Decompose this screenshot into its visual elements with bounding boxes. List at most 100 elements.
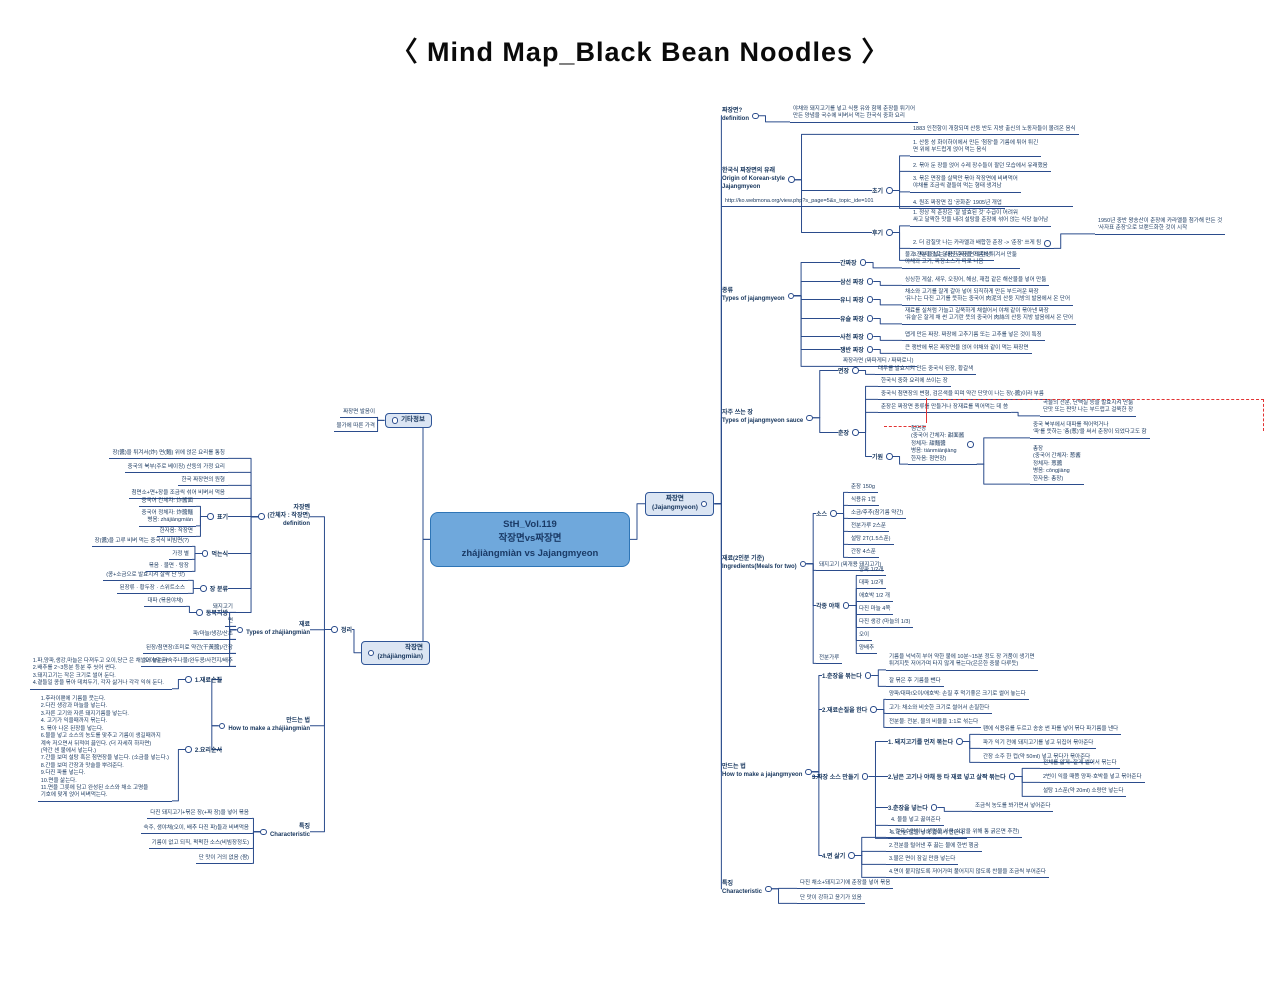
mindmap-node-tjb[interactable]: 쟁반 짜장 [840,345,874,354]
mindmap-node-ring[interactable]: 재료(2인분 기준) Ingredients(Meals for two) [722,556,807,572]
mindmap-node-riv3[interactable]: 애호박 1/2 개 [856,593,893,603]
mindmap-node-rdeft[interactable]: 야채와 돼지고기를 넣고 식용 유와 함께 춘장을 튀기어 만든 양념을 국수에… [790,106,919,123]
mindmap-node-h3b2[interactable]: 2번이 익을 때쯤 양파·호박을 넣고 볶아준다 [1040,774,1145,784]
mindmap-node-rtypes[interactable]: 종류 Types of jajangmyeon [722,288,795,304]
mindmap-node-h3a[interactable]: 1. 돼지고기를 먼저 볶는다 [888,737,963,746]
collapse-icon[interactable] [391,417,399,424]
mindmap-node-lb5[interactable]: 오이/당근/숙주나물/완두콩/사천지/배추 [141,658,236,668]
mindmap-node-lb1[interactable]: 돼지고기 [209,604,236,614]
collapse-icon[interactable] [196,609,203,616]
mindmap-node-h4d[interactable]: 4.면이 붙지않도록 저어가며 풀어지지 않도록 찬물을 조금씩 부어준다 [886,869,1049,879]
mindmap-node-lj1[interactable]: (콩+소금으로 발효시켜 살짝 단 맛) [103,572,188,582]
mindmap-node-scj3[interactable]: 춘장은 짜장면 종류를 만들거나 장재료를 찍어먹는 데 씀 [878,404,1012,414]
mindmap-node-riv7[interactable]: 양배추 [856,645,878,655]
mindmap-node-h3[interactable]: 3.짜장 소스 만들기 [812,772,869,781]
mindmap-node-h1a[interactable]: 기름을 넉넉히 부어 약한 불에 10분~15분 정도 장 거품이 생기면 튀겨… [886,654,1038,671]
collapse-icon[interactable] [859,259,867,266]
mindmap-node-rl2[interactable]: 2. 더 감칠맛 나는 카라멜과 배합한 춘장 -> '춘장' 쓰게 됨 [910,240,1054,250]
collapse-icon[interactable] [866,315,874,322]
mindmap-node-h3a1[interactable]: 팬에 식용유를 두르고 송송 썬 파를 넣어 볶다 파기름을 낸다 [980,726,1122,736]
mindmap-node-lx1[interactable]: 대파 (볶음야채) [144,598,186,608]
mindmap-node-ris[interactable]: 소스 [816,509,837,518]
mindmap-node-tyst[interactable]: 재료를 실처럼 가늘고 길쭉하게 채썰어서 야채 같이 볶아낸 짜장 '유슬'은… [902,308,1077,325]
mindmap-node-rip[interactable]: 돼지고기 (찌개용 돼지고기) [816,562,885,572]
mindmap-node-h1[interactable]: 1.춘장을 볶는다 [822,671,872,680]
mindmap-node-rorg0[interactable]: 1883 인천항이 개항되며 산둥 반도 지방 출신의 노동자들이 몰려온 음식 [910,126,1079,136]
collapse-icon[interactable] [886,453,893,460]
mindmap-node-smj[interactable]: 면장 [838,366,859,375]
mindmap-node-h3b1[interactable]: 전체를 얇게~잘게 썰어서 볶는다 [1040,760,1120,770]
mindmap-node-lc2[interactable]: 2.요리순서 [185,745,222,754]
collapse-icon[interactable] [765,885,772,893]
mindmap-node-g2[interactable]: 총장 (중국어 간체자: 葱酱 정체자: 葱醬 병음: cōngjiàng 한자… [1030,446,1084,486]
mindmap-node-lgB[interactable]: 재료 Types of zhájiàngmiàn [236,622,310,638]
mindmap-node-tsc[interactable]: 사천 짜장 [840,332,874,341]
mindmap-node-ld2[interactable]: 숙주, 생야채(오이, 배추 다진 파)들과 비벼먹음 [140,825,252,835]
mindmap-node-lm0[interactable]: 장(醬)을 고루 비벼 먹는 중국식 비빔면(?) [91,538,192,548]
collapse-icon[interactable] [886,187,893,194]
collapse-icon[interactable] [752,112,759,120]
collapse-icon[interactable] [260,828,267,836]
mindmap-node-riv6[interactable]: 오이 [856,632,873,642]
mindmap-node-la3[interactable]: 한국 짜장면의 원형 [178,477,228,487]
mindmap-node-h1b[interactable]: 잘 볶은 후 기름을 뺀다 [886,678,944,688]
mindmap-node-tynt[interactable]: 채소와 고기를 잘게 갈아 넣어 되직하게 만든 부드러운 짜장 '유니'는 다… [902,289,1074,306]
collapse-icon[interactable] [200,585,207,592]
mindmap-node-h2a[interactable]: 양파/대파/오이/애호박: 손질 후 먹기좋은 크기로 썰어 놓는다 [886,691,1029,701]
mindmap-node-h3d[interactable]: 4. 물을 넣고 끓여준다 [888,817,944,827]
mindmap-node-tst[interactable]: 싱싱한 게살, 새우, 오징어, 해삼, 재첩 같은 해산물을 넣어 만듦 [902,277,1050,287]
mindmap-node-rhow[interactable]: 만드는 법 How to make a jajangmyeon [722,764,812,780]
mindmap-node-lj[interactable]: 장 분류 [200,584,228,593]
mindmap-node-rlate[interactable]: 후기 [872,228,893,237]
mindmap-node-re2[interactable]: 2. 볶아 둔 장을 얹어 수레 장수들이 팔던 모습에서 유래했음 [910,163,1051,173]
mindmap-node-rorg[interactable]: 한국식 짜장면의 유래 Origin of Korean-style Jajan… [722,168,795,191]
collapse-icon[interactable] [201,550,209,557]
collapse-icon[interactable] [830,510,837,517]
mindmap-node-tg[interactable]: 간짜장 [840,258,867,267]
mindmap-node-etc2[interactable]: 물가에 따른 가격 [333,423,378,433]
collapse-icon[interactable] [852,429,859,436]
mindmap-node-rchar2[interactable]: 단 맛이 강하고 윤기가 있음 [797,895,865,905]
mindmap-node-re3[interactable]: 3. 볶은 면장을 살짝만 볶아 작장면에 비벼먹어 야채를 조금씩 곁들여 먹… [910,176,1021,193]
mindmap-node-rist[interactable]: 전분가루 [816,655,843,665]
mindmap-node-lgA[interactable]: 자장몐 (간체자 : 작장면) definition [258,505,310,528]
mindmap-node-scj[interactable]: 춘장 [838,428,859,437]
mindmap-node-scj1[interactable]: 한국식 중화 요리에 쓰이는 장 [878,378,951,388]
collapse-icon[interactable] [258,513,265,520]
collapse-icon[interactable] [700,500,708,508]
mindmap-node-rearly[interactable]: 초기 [872,186,893,195]
mindmap-node-ris4[interactable]: 전분가루 2스푼 [848,523,889,533]
mindmap-node-h3c1[interactable]: 조금씩 농도를 봐가면서 넣어준다 [972,803,1054,813]
mindmap-node-rl3[interactable]: 3. 짜지 않고 달콤한 짜장면의 탄생 [910,252,995,262]
mindmap-node-riv4[interactable]: 다진 마늘 4쪽 [856,606,894,616]
mindmap-node-lc2n[interactable]: 1.후라이팬에 기름을 붓는다. 2.다진 생강과 마늘을 넣는다. 3.자른 … [37,696,172,802]
mindmap-node-lb2[interactable]: 면 [224,618,236,628]
mindmap-node-la2[interactable]: 중국의 북부(주로 베이징) 산둥의 가정 요리 [124,464,228,474]
collapse-icon[interactable] [367,649,375,657]
collapse-icon[interactable] [331,626,338,633]
mindmap-node-ld4[interactable]: 단 맛이 거의 없음 (짬) [195,855,252,865]
mindmap-node-riv5[interactable]: 다진 생강 (마늘의 1/3) [856,619,914,629]
mindmap-node-lgC[interactable]: 만드는 법 How to make a zhájiàngmiàn [218,718,310,734]
mindmap-node-lc1n[interactable]: 1.파,양파,생강,마늘은 다져두고 오이,당근 은 채썰어 놓는다. 2.배추… [29,658,172,690]
mindmap-node-rchar[interactable]: 특징 Characteristic [722,881,772,897]
mindmap-node-rl1[interactable]: 1. 정상 적 춘장은 '잘 발효된 것' 수급이 어려워 싸고 달짝한 맛을 … [910,210,1052,227]
mindmap-node-g1n[interactable]: 중국 북부에서 대파를 찍어먹거나 '파'를 뜻하는 '총(葱)'을 써서 춘장… [1030,422,1150,439]
mindmap-node-riv2[interactable]: 대파 1/2개 [856,580,887,590]
mindmap-node-lm2[interactable]: 볶음 · 물면 · 탕장 [145,563,192,573]
mindmap-node-h3b3[interactable]: 설탕 1스푼(약 20ml) 소량만 넣는다 [1040,788,1127,798]
mindmap-node-g1[interactable]: 첨면장 (중국어 간체자: 甜面酱 정체자: 甜麵醬 병음: tiánmiànj… [908,426,977,466]
collapse-icon[interactable] [799,560,807,568]
mindmap-node-lx[interactable]: 동북지방 [196,608,228,617]
mindmap-node-lp3[interactable]: 한자음: 작장면 [156,528,196,538]
mindmap-node-la1[interactable]: 장(醬)을 튀겨서(炸) 면(麵) 위에 얹은 요리를 통칭 [109,450,228,460]
mindmap-node-ris3[interactable]: 소금/후추(참기름 약간) [848,510,907,520]
collapse-icon[interactable] [886,229,893,236]
mindmap-node-etc1[interactable]: 짜장면 발음이 [340,409,378,419]
collapse-icon[interactable] [852,367,859,374]
collapse-icon[interactable] [866,296,874,303]
mindmap-node-tgt[interactable]: 물과 전분을 넣는 대신 춘장을 기름에 튀겨서 만듦 야채와 고기, 짜장소스… [902,252,1020,269]
collapse-icon[interactable] [967,441,974,448]
mindmap-node-rl2n[interactable]: 1950년 중반 왕송산이 춘장에 카라멜을 첨가해 만든 것 '사자표 춘장'… [1095,218,1226,235]
mindmap-node-tram[interactable]: 짜장라면 (짜파게티 / 짜짜로니) [840,358,917,368]
